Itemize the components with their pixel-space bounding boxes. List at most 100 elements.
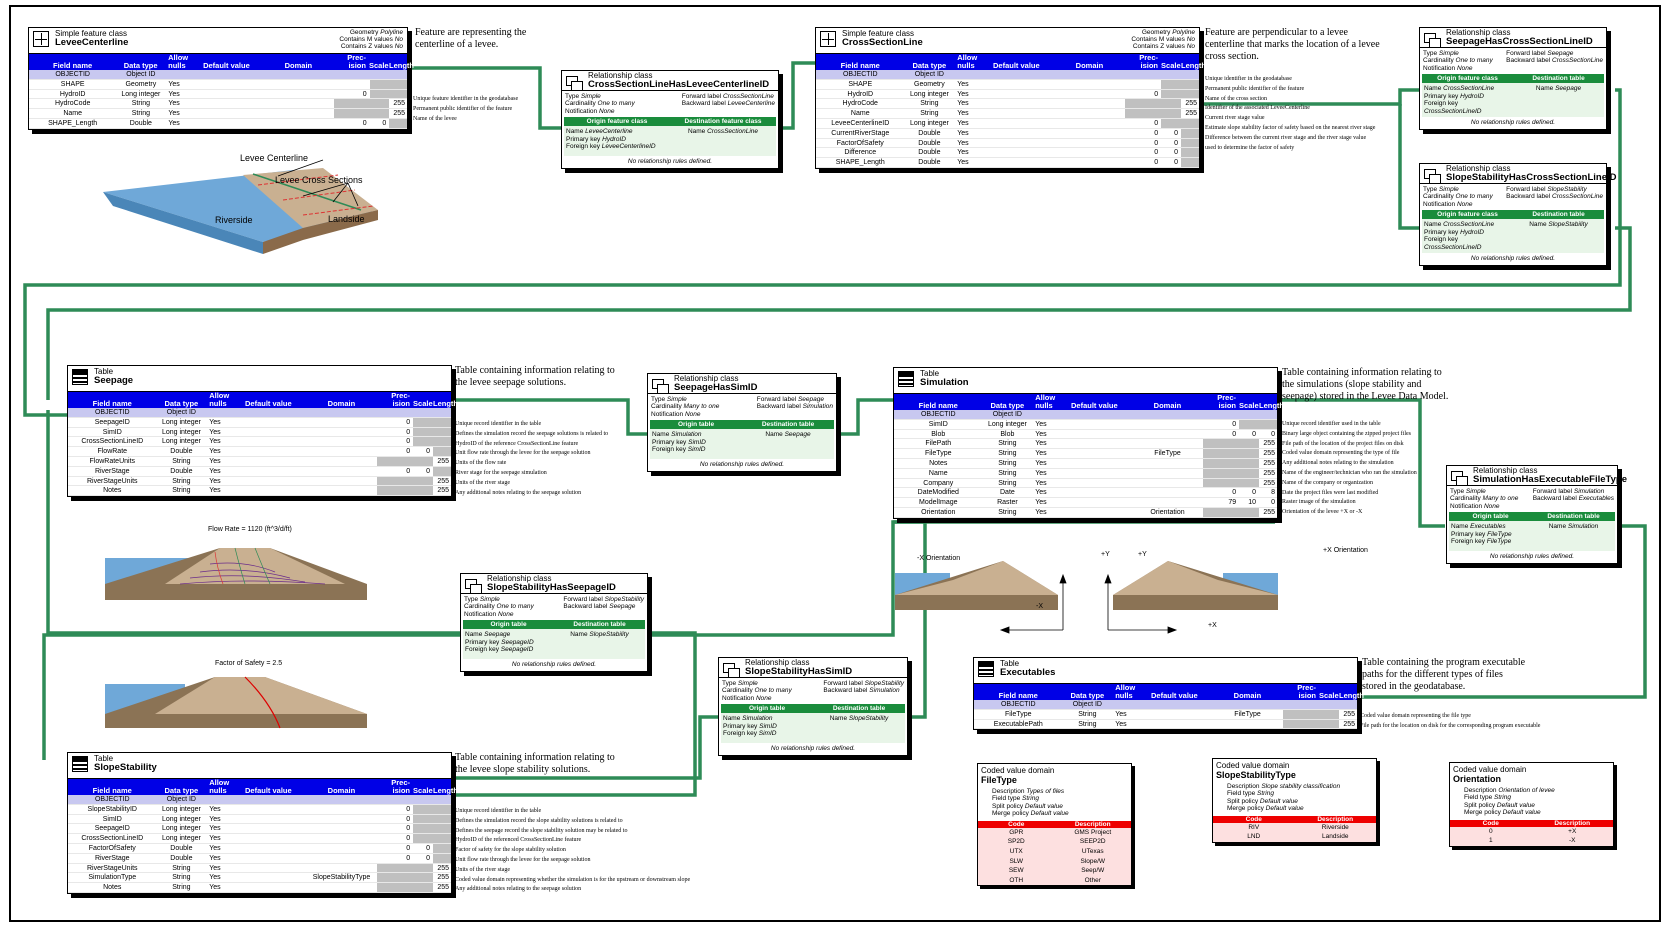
rel-slopestability-has-crosssectionlineid[interactable]: Relationship class SlopeStabilityHasCros… — [1419, 163, 1617, 266]
rel-seepage-has-simid[interactable]: Relationship class SeepageHasSimID Type … — [647, 373, 837, 472]
column-header: Domain — [1075, 60, 1104, 70]
field-cell: RiverStageUnits — [86, 477, 138, 485]
field-cell: Object ID — [992, 411, 1022, 418]
field-cell — [306, 477, 378, 486]
relationship-props: Type Simple Cardinality One to many Noti… — [565, 93, 775, 115]
plus-x-label: +X — [1208, 622, 1217, 629]
field-cell: Yes — [209, 835, 221, 843]
levee-centerline-feature-class[interactable]: Simple feature class LeveeCenterline Geo… — [28, 27, 414, 130]
field-cell: Long integer — [161, 438, 201, 446]
field-cell — [1161, 89, 1182, 99]
field-cell: Yes — [957, 90, 969, 98]
field-cell — [1132, 439, 1204, 448]
rel-slopestability-has-seepageid[interactable]: Relationship class SlopeStabilityHasSeep… — [460, 573, 648, 672]
rel-seepage-has-crosssectionlineid[interactable]: Relationship class SeepageHasCrossSectio… — [1419, 27, 1607, 130]
field-cell: Double — [129, 119, 152, 127]
rel-simulation-has-executable-filetype[interactable]: Relationship class SimulationHasExecutab… — [1446, 465, 1627, 564]
domain-code-row[interactable]: 0+X — [1450, 826, 1613, 837]
rel-slopestability-has-simid[interactable]: Relationship class SlopeStabilityHasSimI… — [718, 657, 908, 756]
column-header: Domain — [327, 785, 356, 795]
relationship-props: Type Simple Cardinality One to many Noti… — [464, 596, 644, 618]
field-description: Defines the seepage record the slope sta… — [455, 827, 628, 834]
field-cell — [1239, 410, 1260, 419]
relationship-name: SlopeStabilityHasSeepageID — [487, 582, 616, 593]
field-cell — [1239, 449, 1260, 458]
no-rules-text: No relationship rules defined. — [770, 745, 856, 753]
field-cell: Yes — [1035, 508, 1047, 516]
domain-code-row[interactable]: 1-X — [1450, 836, 1613, 847]
field-description: Permanent public identifier of the featu… — [413, 105, 513, 112]
seepage-note: Table containing information relating to… — [455, 365, 615, 388]
field-cell — [413, 863, 434, 873]
cross-section-line-feature-class[interactable]: Simple feature class CrossSectionLine Ge… — [815, 27, 1206, 169]
column-header: Default value — [1071, 400, 1118, 410]
rel-crosssectionline-has-leveecenterlineid[interactable]: Relationship class CrossSectionLineHasLe… — [561, 70, 779, 169]
